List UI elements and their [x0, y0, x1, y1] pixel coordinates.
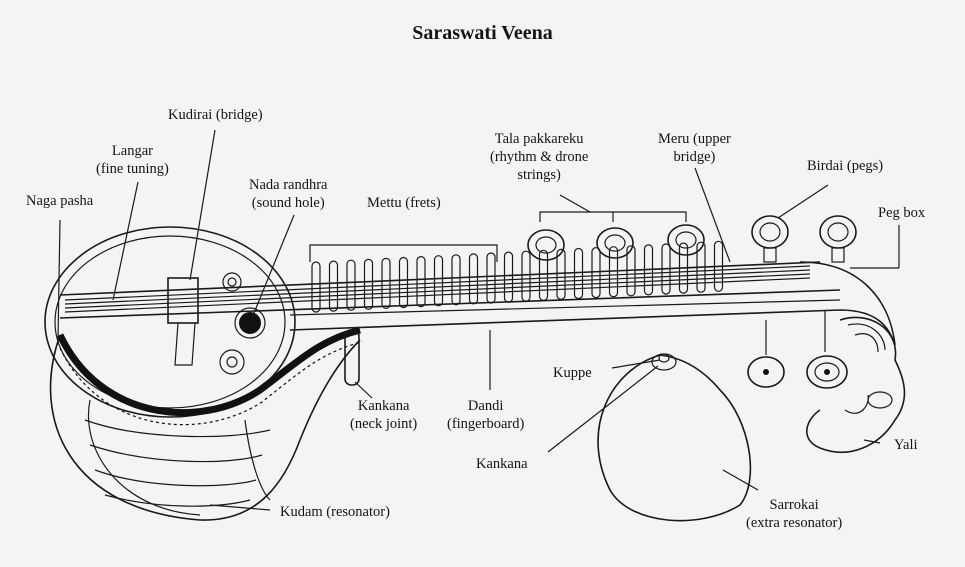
- fret: [468, 253, 479, 305]
- fret: [556, 248, 566, 300]
- fret: [591, 247, 601, 299]
- label-mettu: Mettu (frets): [367, 195, 441, 211]
- label-line: Tala pakkareku: [494, 131, 584, 147]
- label-line: (sound hole): [251, 195, 325, 211]
- fret: [608, 246, 619, 298]
- label-kudam: Kudam (resonator): [280, 504, 390, 520]
- label-dandi: Dandi (fingerboard): [447, 397, 524, 433]
- label-kuppe: Kuppe: [553, 365, 592, 381]
- mettu-frets: [311, 240, 724, 313]
- label-line: (fingerboard): [447, 416, 525, 432]
- top-plate: [44, 226, 363, 426]
- label-line: Kankana: [357, 398, 410, 414]
- label-line: Meru (upper: [658, 131, 731, 147]
- birdai-pegs: [747, 215, 857, 389]
- label-line: Sarrokai: [769, 497, 819, 513]
- label-kankana-neck-joint: Kankana (neck joint): [350, 397, 417, 433]
- fret: [643, 244, 654, 296]
- label-birdai: Birdai (pegs): [807, 158, 884, 174]
- diagram-title: Saraswati Veena: [412, 22, 553, 44]
- sarrokai-resonator: [597, 353, 752, 522]
- fret: [678, 242, 689, 294]
- label-meru: Meru (upper bridge): [658, 130, 731, 166]
- fret: [713, 240, 724, 292]
- label-line: bridge): [673, 149, 716, 165]
- kankana-neck-joint: [344, 329, 360, 386]
- label-line: Dandi: [467, 398, 504, 414]
- fret: [538, 249, 549, 301]
- kudam-resonator: [49, 334, 361, 521]
- label-sarrokai: Sarrokai (extra resonator): [746, 496, 842, 532]
- label-nada-randhra: Nada randhra (sound hole): [249, 176, 328, 212]
- fret: [486, 252, 496, 304]
- fret: [346, 259, 356, 311]
- fret: [328, 260, 339, 312]
- label-naga-pasha: Naga pasha: [26, 193, 94, 209]
- yali-head: [806, 316, 906, 453]
- label-yali: Yali: [894, 437, 918, 453]
- strings: [64, 265, 811, 313]
- label-line: (extra resonator): [746, 515, 843, 531]
- leader-lines: [57, 129, 900, 511]
- fret: [381, 257, 391, 309]
- kudirai-bridge: [167, 277, 199, 324]
- label-line: Nada randhra: [249, 177, 328, 193]
- label-line: Langar: [111, 143, 153, 159]
- label-line: (rhythm & drone: [490, 149, 589, 165]
- dandi-fingerboard: [59, 261, 896, 346]
- fret: [398, 256, 409, 309]
- fret: [521, 250, 531, 302]
- fret: [503, 251, 514, 303]
- fret: [416, 256, 426, 308]
- label-peg-box: Peg box: [878, 205, 926, 221]
- fret: [626, 245, 636, 297]
- fret: [311, 261, 321, 313]
- tala-pakkareku-pegs: [527, 224, 705, 261]
- label-langar: Langar (fine tuning): [96, 142, 169, 178]
- label-line: strings): [517, 167, 561, 183]
- fret: [433, 255, 444, 307]
- label-kankana: Kankana: [476, 456, 528, 472]
- fret: [363, 258, 374, 310]
- fret: [696, 241, 706, 293]
- fret: [451, 254, 461, 306]
- nada-randhra-sound-hole: [239, 312, 261, 334]
- label-kudirai: Kudirai (bridge): [168, 107, 263, 123]
- label-tala-pakkareku: Tala pakkareku (rhythm & drone strings): [490, 130, 588, 184]
- fret: [573, 247, 584, 300]
- label-line: (neck joint): [350, 416, 418, 432]
- fret: [661, 243, 671, 295]
- label-line: (fine tuning): [96, 161, 169, 177]
